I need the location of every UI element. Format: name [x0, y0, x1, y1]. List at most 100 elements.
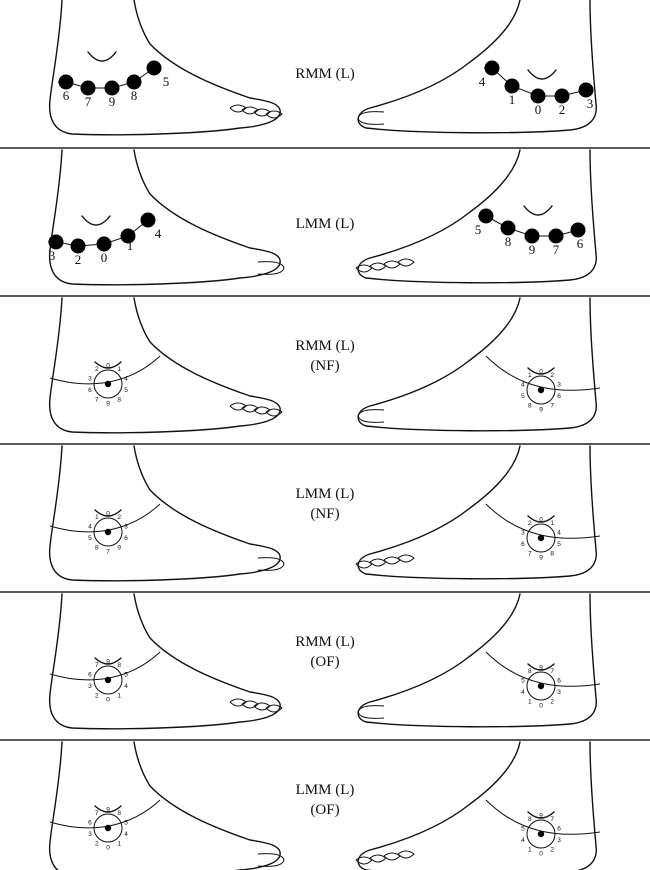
- right-marker-number: 0: [539, 702, 543, 709]
- right-bead-number: 5: [475, 222, 482, 237]
- right-marker-number: 1: [528, 372, 532, 379]
- left-marker-number: 3: [88, 831, 92, 838]
- toe-icon: [265, 110, 283, 119]
- left-bead-number: 6: [63, 88, 70, 103]
- left-marker-number: 6: [88, 671, 92, 678]
- right-marker-number: 9: [539, 664, 543, 671]
- foot-outline-right: [48, 593, 281, 730]
- right-malleolus-icon: [527, 811, 555, 819]
- panel-label: (OF): [310, 802, 339, 818]
- left-bead-number: 2: [75, 252, 82, 267]
- toe-icon: [383, 260, 401, 269]
- right-bead-number: 9: [529, 242, 536, 257]
- toe-icon: [369, 854, 387, 863]
- panel-label: (NF): [310, 358, 339, 374]
- panel-label: (OF): [310, 654, 339, 670]
- right-marker-number: 6: [521, 541, 525, 548]
- left-bead-number: 4: [155, 226, 162, 241]
- left-marker-number: 4: [124, 375, 128, 382]
- left-marker-number: 7: [95, 810, 99, 817]
- right-marker-number: 5: [521, 677, 525, 684]
- right-marker-circle: [526, 375, 556, 405]
- foot-outline-left: [357, 0, 597, 134]
- right-marker-number: 9: [539, 554, 543, 561]
- left-bead-marker: [140, 212, 156, 228]
- right-marker-number: 2: [528, 520, 532, 527]
- right-bead-number: 2: [559, 102, 566, 117]
- left-marker-number: 9: [117, 545, 121, 552]
- right-bead-number: 6: [577, 236, 584, 251]
- foot-outline-left: [357, 149, 597, 284]
- right-marker-number: 3: [557, 837, 561, 844]
- toe-icon: [369, 262, 387, 271]
- toenail-icon: [357, 409, 385, 423]
- foot-outline-left: [357, 297, 597, 432]
- left-marker-number: 3: [88, 375, 92, 382]
- panel-label: RMM (L): [295, 66, 355, 82]
- right-marker-number: 7: [550, 403, 554, 410]
- toenail-icon: [357, 111, 385, 125]
- left-marker-number: 7: [95, 662, 99, 669]
- left-marker-number: 6: [88, 387, 92, 394]
- right-marker-number: 6: [557, 393, 561, 400]
- left-marker-center: [104, 380, 112, 388]
- foot-outline-right: [48, 297, 281, 434]
- right-bead-number: 4: [479, 74, 486, 89]
- right-marker-number: 3: [521, 529, 525, 536]
- foot-outline-left: [357, 445, 597, 580]
- right-bead-number: 0: [535, 102, 542, 117]
- right-malleolus-icon: [527, 515, 555, 523]
- left-marker-number: 5: [124, 387, 128, 394]
- right-bead-marker: [484, 60, 500, 76]
- right-marker-circle: [526, 523, 556, 553]
- malleolus-mark-icon: [87, 51, 117, 62]
- left-marker-number: 9: [106, 806, 110, 813]
- right-bead-marker: [578, 82, 594, 98]
- left-marker-number: 2: [95, 366, 99, 373]
- toe-icon: [265, 408, 283, 417]
- left-marker-center: [104, 528, 112, 536]
- right-bead-number: 3: [587, 96, 594, 111]
- right-bead-marker: [524, 228, 540, 244]
- left-bead-marker: [146, 60, 162, 76]
- left-marker-number: 3: [124, 523, 128, 530]
- left-marker-number: 0: [106, 696, 110, 703]
- right-malleolus-icon: [527, 367, 555, 375]
- left-malleolus-icon: [94, 805, 122, 813]
- right-bead-marker: [548, 228, 564, 244]
- foot-outline-right: [48, 445, 281, 582]
- left-marker-number: 2: [95, 693, 99, 700]
- left-bead-marker: [80, 80, 96, 96]
- panel-label: RMM (L): [295, 338, 355, 354]
- left-marker-number: 1: [95, 514, 99, 521]
- panel-label: LMM (L): [296, 486, 355, 502]
- malleolus-mark-icon: [523, 205, 553, 216]
- foot-outline-right: [48, 149, 281, 286]
- foot-outline-right: [48, 0, 281, 136]
- right-bead-marker: [504, 78, 520, 94]
- toe-icon: [397, 554, 415, 563]
- right-bead-number: 7: [553, 242, 560, 257]
- toenail-icon: [357, 705, 385, 719]
- panel-label: (NF): [310, 506, 339, 522]
- right-marker-number: 4: [521, 689, 525, 696]
- right-marker-number: 2: [550, 372, 554, 379]
- right-marker-number: 0: [539, 516, 543, 523]
- right-marker-number: 1: [550, 520, 554, 527]
- left-marker-number: 2: [117, 514, 121, 521]
- left-marker-number: 6: [124, 535, 128, 542]
- left-marker-number: 0: [106, 362, 110, 369]
- left-marker-number: 8: [117, 810, 121, 817]
- left-bead-number: 5: [163, 74, 170, 89]
- right-marker-number: 4: [557, 529, 561, 536]
- right-marker-number: 1: [528, 699, 532, 706]
- malleolus-mark-icon: [81, 215, 111, 226]
- left-marker-center: [104, 824, 112, 832]
- left-marker-number: 1: [117, 841, 121, 848]
- right-marker-number: 7: [550, 668, 554, 675]
- right-marker-number: 6: [557, 677, 561, 684]
- toe-icon: [383, 556, 401, 565]
- right-marker-number: 4: [521, 381, 525, 388]
